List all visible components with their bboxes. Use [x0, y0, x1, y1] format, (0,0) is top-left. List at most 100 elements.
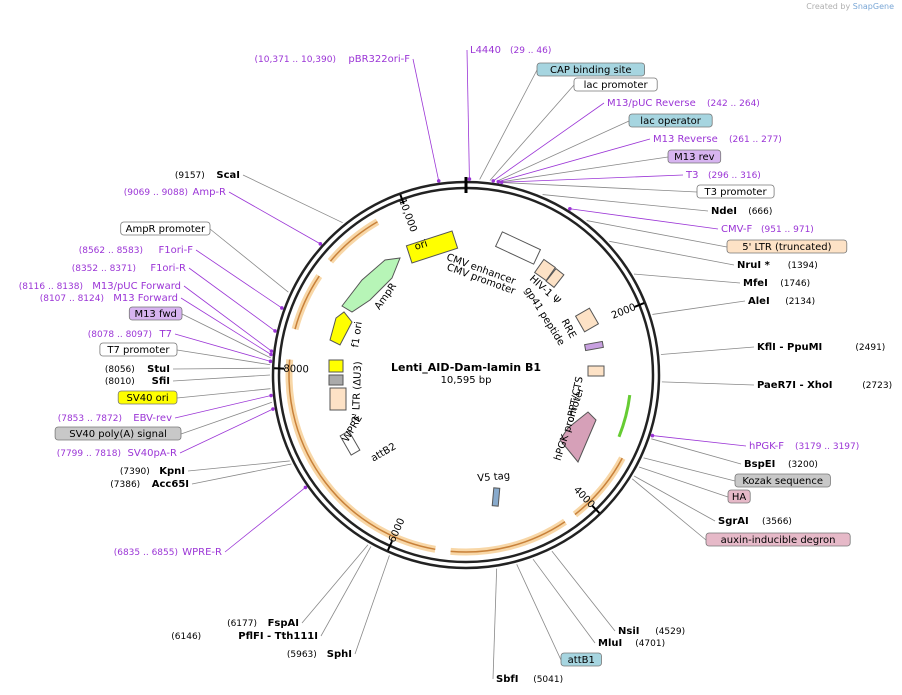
connector	[172, 374, 271, 382]
label-name: T3	[685, 170, 698, 181]
label-name: KpnI	[159, 466, 185, 477]
connector	[503, 182, 698, 193]
right-label-19: Kozak sequence	[734, 473, 831, 488]
right-label-21: SgrAI(3566)	[718, 516, 792, 527]
label-coord: (8107 .. 8124)	[40, 294, 104, 304]
label-name: EBV-rev	[133, 413, 172, 424]
right-label-10: CMV-F(951 .. 971)	[721, 224, 814, 235]
primer-marker	[436, 179, 441, 183]
orf-arrow	[294, 275, 320, 330]
ruler-label: 2000	[610, 302, 638, 322]
label-name: L4440	[470, 45, 501, 56]
label-name: 5' LTR (truncated)	[742, 242, 831, 253]
connector	[209, 228, 289, 293]
feature-cmv	[494, 231, 542, 265]
primer-marker	[269, 349, 274, 353]
left-label-11: StuI(8056)	[105, 364, 170, 375]
left-label-12: SfiI (8010)	[105, 376, 170, 387]
connector	[660, 346, 755, 355]
label-name: NdeI	[711, 206, 737, 217]
feature-label: V5 tag	[477, 471, 511, 485]
label-name: HA	[732, 492, 747, 503]
label-name: M13 rev	[674, 152, 715, 163]
right-label-23: NsiI(4529)	[618, 626, 685, 637]
right-label-9: NdeI(666)	[711, 206, 772, 217]
label-name: SphI	[327, 649, 352, 660]
connector	[354, 555, 390, 655]
label-name: SfiI	[152, 376, 170, 387]
right-label-12: NruI *(1394)	[737, 260, 818, 271]
label-name: M13/pUC Forward	[92, 281, 181, 292]
label-name: T3 promoter	[704, 187, 768, 198]
feature-ltr2	[328, 374, 344, 386]
primer-marker	[491, 179, 496, 183]
left-label-18: Acc65I(7386)	[110, 479, 189, 490]
label-coord: (8116 .. 8138)	[19, 282, 83, 292]
label-coord: (261 .. 277)	[729, 135, 782, 145]
left-label-19: WPRE-R(6835 .. 6855)	[114, 547, 222, 558]
orf-arrow	[450, 521, 566, 553]
ruler-label: 8000	[283, 364, 309, 376]
label-coord: (8010)	[105, 377, 135, 387]
label-coord: (3566)	[762, 517, 792, 527]
left-label-6: M13/pUC Forward (8116 .. 8138)	[19, 281, 181, 292]
label-coord: (7799 .. 7818)	[57, 449, 121, 459]
feature-ori	[405, 230, 459, 264]
label-coord: (2723)	[862, 381, 892, 391]
label-name: SV40pA-R	[128, 448, 177, 459]
label-coord: (7853 .. 7872)	[58, 414, 122, 424]
connector	[498, 138, 651, 183]
primer-marker	[269, 352, 273, 357]
label-name: F1ori-F	[159, 245, 194, 256]
label-name: Kozak sequence	[742, 476, 823, 487]
right-label-15: KflI - PpuMI(2491)	[757, 342, 885, 353]
label-coord: (4529)	[655, 627, 685, 637]
right-label-1: CAP binding site	[536, 62, 645, 77]
left-label-14: EBV-rev (7853 .. 7872)	[58, 413, 172, 424]
plasmid-length: 10,595 bp	[441, 375, 492, 386]
f1-ori-arrow	[329, 311, 353, 346]
feature-rre	[574, 307, 600, 333]
label-name: hPGK-F	[749, 441, 784, 452]
feature-label: 3' LTR (ΔU3)	[351, 361, 364, 422]
label-name: lac operator	[640, 116, 701, 127]
ruler-label: 10,000	[396, 197, 418, 234]
label-name: Amp-R	[193, 187, 227, 198]
label-name: MfeI	[743, 278, 768, 289]
connector	[501, 174, 684, 183]
label-name: auxin-inducible degron	[721, 535, 836, 546]
left-label-17: KpnI (7390)	[120, 466, 185, 477]
label-coord: (3200)	[788, 460, 818, 470]
label-name: M13 fwd	[134, 309, 176, 320]
connector	[532, 558, 596, 644]
right-label-16: PaeR7I - XhoI(2723)	[757, 380, 892, 391]
right-label-26: SbfI(5041)	[496, 674, 563, 685]
credit: Created by SnapGene	[806, 2, 894, 11]
label-coord: (6835 .. 6855)	[114, 548, 178, 558]
right-label-7: T3(296 .. 316)	[685, 170, 761, 181]
label-name: MluI	[598, 638, 622, 649]
label-coord: (8562 .. 8583)	[79, 246, 143, 256]
label-coord: (7390)	[120, 467, 150, 477]
plasmid-backbone	[271, 177, 661, 570]
label-name: FspAI	[268, 618, 299, 629]
connector	[195, 249, 283, 309]
label-name: F1ori-R	[150, 263, 186, 274]
label-name: BspEI	[744, 459, 775, 470]
primer-marker	[318, 242, 323, 246]
connector	[586, 220, 728, 248]
feature-wpre	[329, 387, 347, 411]
connector	[172, 367, 271, 370]
right-label-8: T3 promoter	[696, 184, 775, 199]
label-name: Acc65I	[152, 479, 189, 490]
connector	[224, 487, 306, 553]
connector	[179, 408, 274, 454]
left-label-16: SV40pA-R (7799 .. 7818)	[57, 448, 177, 459]
orf-arrow	[288, 359, 436, 551]
label-coord: (1746)	[780, 279, 810, 289]
connector	[609, 240, 735, 266]
label-name: attB1	[568, 655, 595, 666]
right-label-0: L4440(29 .. 46)	[470, 45, 551, 56]
label-name: M13/pUC Reverse	[607, 98, 696, 109]
primer-marker	[496, 179, 501, 184]
